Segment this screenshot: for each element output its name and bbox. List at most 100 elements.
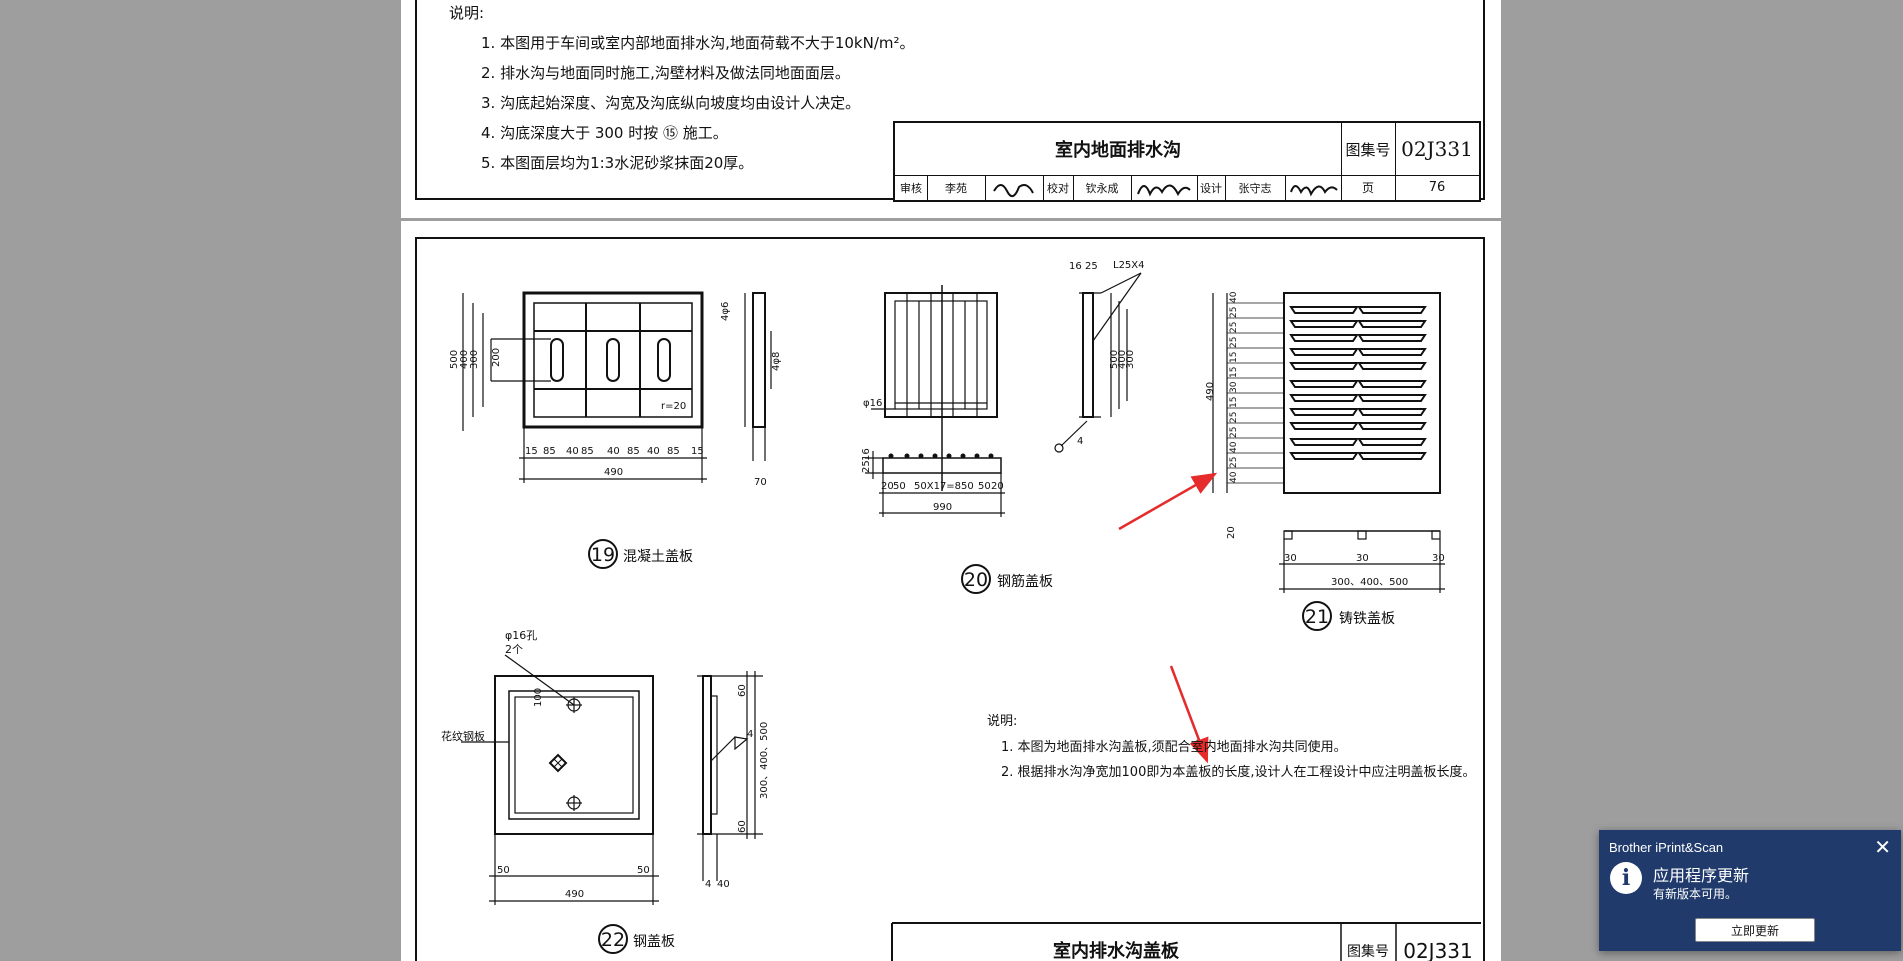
cast-iron-slot [1289, 380, 1359, 388]
close-icon[interactable]: ✕ [1874, 837, 1891, 859]
design-name: 张守志 [1238, 181, 1272, 195]
dim-label: 60 [737, 684, 748, 697]
dim-label: 990 [933, 502, 952, 513]
cast-iron-slot [1289, 320, 1359, 328]
dim-label: 400 [459, 350, 470, 369]
dim-label: 50 [497, 865, 510, 876]
cast-iron-slot [1357, 348, 1427, 356]
cast-iron-slot [1357, 334, 1427, 342]
cast-iron-slot [1357, 438, 1427, 446]
notes: 说明: 1. 本图用于车间或室内部地面排水沟,地面荷载不大于10kN/m²。 2… [449, 2, 915, 173]
cast-iron-slot [1289, 334, 1359, 342]
dim-label: 25 [1229, 412, 1239, 423]
note-line: 1. 本图为地面排水沟盖板,须配合室内地面排水沟共同使用。 [1001, 739, 1347, 755]
dim-label: 4 [705, 879, 711, 890]
dim-label: 15 [525, 446, 538, 457]
svg-text:21: 21 [1305, 606, 1329, 628]
svg-text:钢盖板: 钢盖板 [633, 934, 675, 950]
dim-label: 15 [1229, 397, 1239, 408]
svg-text:铸铁盖板: 铸铁盖板 [1339, 611, 1395, 627]
dim-label: 50 [893, 481, 906, 492]
annotation-arrow [1118, 472, 1218, 531]
dim-label: 40 [607, 446, 620, 457]
dim-label: 40 [717, 879, 730, 890]
dim-label: 400 [1117, 350, 1128, 369]
cast-iron-slot [1357, 452, 1427, 460]
update-notification[interactable]: Brother iPrint&Scan ✕ i 应用程序更新 有新版本可用。 立… [1599, 830, 1901, 951]
drawing-title-2: 室内排水沟盖板 [1053, 940, 1180, 961]
drawing-sheet: 500 400 300 200 15 85 40 85 40 85 40 85 … [441, 260, 1481, 961]
note-line: 5. 本图面层均为1:3水泥砂浆抹面20厚。 [481, 154, 754, 172]
atlas-number: 02J331 [1401, 137, 1473, 161]
dim-label: 25 [1229, 337, 1239, 348]
page-number: 76 [1428, 180, 1446, 195]
notes-heading: 说明: [987, 714, 1017, 729]
dim-label: φ16孔 [505, 629, 537, 642]
dim-label: 300 [469, 350, 480, 369]
signature-check [1131, 175, 1197, 200]
detail-21-label: 21 铸铁盖板 [1302, 601, 1395, 631]
dim-label: 300 [1125, 350, 1136, 369]
drawing-frame [415, 237, 1485, 961]
dim-label: 25 [1229, 427, 1239, 438]
info-icon: i [1610, 862, 1642, 894]
dim-label: 490 [565, 889, 584, 900]
cast-iron-slot [1357, 380, 1427, 388]
dim-label: 15 [1229, 352, 1239, 363]
annotation-arrow [1169, 665, 1209, 764]
note-line: 1. 本图用于车间或室内部地面排水沟,地面荷载不大于10kN/m²。 [481, 34, 915, 52]
dim-label: 4φ6 [720, 302, 731, 321]
detail-20-label: 20 钢筋盖板 [961, 564, 1053, 594]
dim-label: 4φ8 [771, 352, 782, 371]
cast-iron-slot [1289, 438, 1359, 446]
atlas-number-2: 02J331 [1403, 939, 1473, 961]
dim-label: 25 [1229, 307, 1239, 318]
note-line: 4. 沟底深度大于 300 时按 ⑮ 施工。 [481, 124, 728, 142]
svg-text:19: 19 [591, 544, 615, 566]
atlas-label-2: 图集号 [1347, 943, 1389, 960]
notification-title: 应用程序更新 [1653, 868, 1750, 885]
check-name: 钦永成 [1085, 181, 1119, 195]
dim-label: 300、400、500 [759, 722, 770, 799]
dim-label: 30 [1432, 553, 1445, 564]
cast-iron-slot [1357, 320, 1427, 328]
svg-text:20: 20 [964, 569, 988, 591]
dim-label: 85 [543, 446, 556, 457]
dim-label: 20 [881, 481, 894, 492]
svg-text:钢筋盖板: 钢筋盖板 [997, 573, 1053, 590]
check-label: 校对 [1047, 181, 1069, 195]
dim-label: 85 [581, 446, 594, 457]
cast-iron-slot [1289, 408, 1359, 416]
dim-label: 20 [991, 481, 1004, 492]
dim-label: 30 [1356, 553, 1369, 564]
dim-label: 4 [1077, 436, 1083, 447]
dim-label: 300、400、500 [1331, 577, 1408, 588]
detail-21-drawing [1212, 292, 1445, 593]
review-label: 审核 [900, 181, 922, 195]
dim-label: 50X17=850 [914, 481, 974, 492]
dim-label: 40 [1229, 471, 1239, 483]
dim-label: 25 [1229, 322, 1239, 333]
dim-label: 85 [667, 446, 680, 457]
note-line: 2. 根据排水沟净宽加100即为本盖板的长度,设计人在工程设计中应注明盖板长度。 [1001, 764, 1475, 780]
dim-label: φ16 [863, 398, 882, 409]
dim-label: 200 [491, 348, 502, 367]
page-label: 页 [1361, 181, 1374, 195]
dim-label: 490 [1205, 382, 1216, 401]
notes-heading: 说明: [449, 4, 485, 22]
dim-label: 40 [1229, 291, 1239, 303]
note-line: 2. 排水沟与地面同时施工,沟壁材料及做法同地面面层。 [481, 64, 850, 82]
dim-label: L25X4 [1113, 260, 1145, 271]
notification-body: 有新版本可用。 [1653, 887, 1738, 901]
detail-22-drawing [461, 654, 763, 905]
dim-label: 花纹钢板 [441, 729, 485, 743]
dim-label: 25 [861, 460, 872, 473]
dim-label: 30 [1229, 381, 1239, 393]
update-now-button[interactable]: 立即更新 [1695, 918, 1815, 942]
atlas-label: 图集号 [1345, 140, 1391, 159]
cast-iron-slot [1289, 348, 1359, 356]
dim-label: 40 [647, 446, 660, 457]
dim-label: 500 [449, 350, 460, 369]
cast-iron-slot [1289, 394, 1359, 402]
dim-label: 40 [566, 446, 579, 457]
